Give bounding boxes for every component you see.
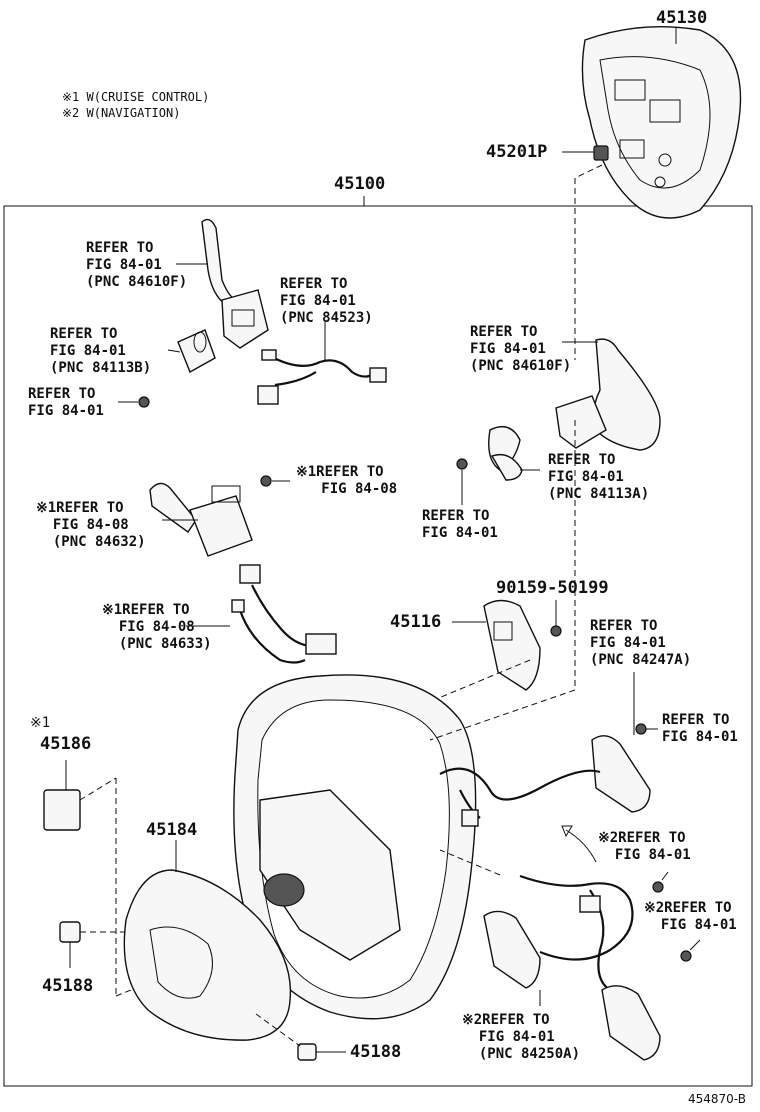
ref-84633: ※1REFER TO FIG 84-08 (PNC 84633) [102,602,212,652]
ref-84113a: REFER TO FIG 84-01 (PNC 84113A) [548,452,650,502]
airbag-pad-45130 [581,25,742,219]
part-number-45184: 45184 [146,820,198,840]
ref-84247a: REFER TO FIG 84-01 (PNC 84247A) [590,618,692,668]
part-number-90159-50199: 90159-50199 [496,578,609,598]
part-number-45188-bottom: 45188 [350,1042,402,1062]
part-45186-note-mark: ※1 [30,715,51,731]
clip-45201p [593,145,609,161]
part-number-45201p: 45201P [486,142,548,162]
assembly-45100-frame [3,205,753,1087]
screw-45188-bottom [297,1043,317,1061]
ref-84610f-right: REFER TO FIG 84-01 (PNC 84610F) [470,324,572,374]
ref-fig-84-01-screw-right: REFER TO FIG 84-01 [662,712,738,745]
switch-84247a [591,735,651,813]
part-number-45130: 45130 [656,8,708,28]
switch-45116 [483,599,541,691]
part-number-45188-left: 45188 [42,976,94,996]
ref-fig-84-01-screw-left: REFER TO FIG 84-01 [28,386,104,419]
ref-fig-84-08-screw: ※1REFER TO FIG 84-08 [296,464,398,497]
part-45186 [43,789,81,831]
nav-switch-left [483,910,541,989]
ref-84610f-left: REFER TO FIG 84-01 (PNC 84610F) [86,240,188,290]
note-navigation: ※2 W(NAVIGATION) [62,106,181,120]
ref-84632: ※1REFER TO FIG 84-08 (PNC 84632) [36,500,146,550]
figure-id: 454870-B [688,1092,746,1106]
ref-nav-screw-upper: ※2REFER TO FIG 84-01 [598,830,691,863]
paddle-switch-right [555,338,661,451]
ref-84113b: REFER TO FIG 84-01 (PNC 84113B) [50,326,152,376]
ref-84250a: ※2REFER TO FIG 84-01 (PNC 84250A) [462,1012,581,1062]
screw-45188-left [59,921,81,943]
nav-switch-right [601,985,661,1061]
lower-cover-45184 [123,869,292,1041]
ref-fig-84-01-screw-mid: REFER TO FIG 84-01 [422,508,498,541]
part-number-45116: 45116 [390,612,442,632]
ref-nav-screw-lower: ※2REFER TO FIG 84-01 [644,900,737,933]
ref-84523: REFER TO FIG 84-01 (PNC 84523) [280,276,373,326]
paddle-switch-left [201,218,269,349]
part-number-45100: 45100 [334,174,386,194]
part-number-45186: 45186 [40,734,92,754]
note-cruise-control: ※1 W(CRUISE CONTROL) [62,90,210,104]
steering-wheel [233,674,477,1020]
